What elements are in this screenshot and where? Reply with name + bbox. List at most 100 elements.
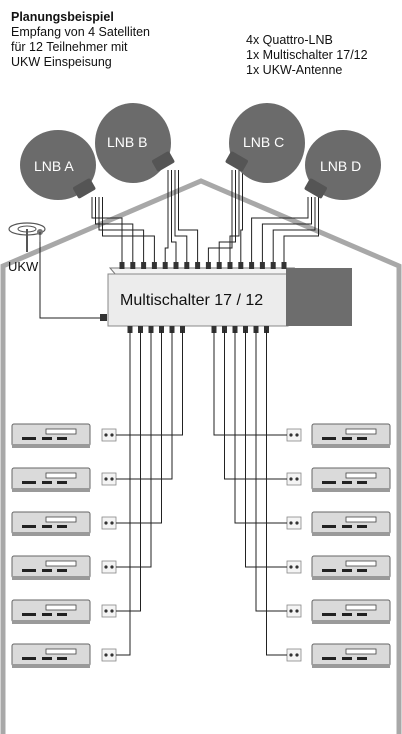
receiver-button: [57, 613, 67, 616]
outlet-socket: [104, 477, 108, 481]
lnb-cable: [251, 197, 309, 264]
receiver-cable: [245, 330, 287, 568]
input-port: [195, 262, 201, 269]
input-port: [119, 262, 125, 269]
lnb-b-dish: LNB B: [95, 103, 175, 183]
output-port: [253, 326, 259, 333]
receiver-cable: [234, 330, 287, 524]
outlet-socket: [289, 565, 293, 569]
receiver-button: [342, 569, 352, 572]
output-port: [264, 326, 269, 333]
receiver-cable: [116, 330, 152, 568]
lnb-cable: [229, 170, 240, 264]
receiver-cable: [116, 330, 183, 436]
receiver-body: [11, 423, 91, 447]
receiver-cable: [213, 330, 287, 436]
lnb-cable: [272, 197, 316, 264]
output-port: [148, 326, 154, 333]
input-port: [141, 262, 147, 269]
lnb-cables: [91, 170, 319, 264]
ukw-cable: [39, 242, 102, 319]
receiver-body: [311, 599, 391, 623]
receiver-button: [42, 481, 52, 484]
output-port: [243, 326, 248, 333]
outlet-socket: [289, 521, 293, 525]
receiver-body: [11, 643, 91, 667]
receiver-button: [357, 569, 367, 572]
receiver-cable: [266, 330, 287, 656]
receiver-button: [42, 657, 52, 660]
outlet-plate: [286, 428, 302, 442]
receiver: [311, 599, 391, 624]
receiver-button: [357, 525, 367, 528]
outlet-plate: [286, 472, 302, 486]
outlet-plate: [101, 428, 117, 442]
receiver-base: [12, 664, 90, 668]
receiver-button: [342, 437, 352, 440]
outlet-plate: [101, 648, 117, 662]
receiver-body: [11, 467, 91, 491]
outlet-socket: [295, 477, 299, 481]
receivers: [11, 330, 391, 668]
house-outline: [0, 178, 402, 734]
receiver-body: [311, 555, 391, 579]
component-list-line-2: 1x Multischalter 17/12: [246, 48, 368, 62]
wall-outlet: [286, 428, 302, 442]
output-port: [211, 326, 217, 333]
receiver-cable: [116, 330, 173, 480]
output-port: [180, 326, 185, 333]
outlet-socket: [289, 433, 293, 437]
receiver-display: [345, 604, 377, 611]
receiver-display: [45, 604, 77, 611]
outlet-plate: [101, 516, 117, 530]
receiver-button: [322, 657, 336, 660]
input-port: [216, 262, 222, 269]
receiver-button: [342, 525, 352, 528]
outlet-socket: [289, 477, 293, 481]
ukw-label: UKW: [8, 259, 39, 274]
receiver-display: [45, 560, 77, 567]
receiver-display: [345, 648, 377, 655]
receiver: [11, 555, 91, 580]
wall-outlet: [101, 428, 117, 442]
receiver-button: [22, 481, 36, 484]
receiver-display: [45, 648, 77, 655]
receiver-button: [57, 569, 67, 572]
receiver-body: [311, 511, 391, 535]
receiver: [311, 511, 391, 536]
receiver: [311, 423, 391, 448]
input-port: [130, 262, 136, 269]
input-port: [259, 262, 265, 269]
multiswitch: Multischalter 17 / 12: [107, 267, 296, 327]
outlet-socket: [104, 609, 108, 613]
subtitle-line-2: für 12 Teilnehmer mit: [11, 40, 128, 54]
receiver-button: [322, 437, 336, 440]
receiver: [311, 467, 391, 492]
power-supply-unit: [286, 268, 352, 326]
receiver-button: [342, 613, 352, 616]
multiswitch-input-ports: [119, 262, 287, 269]
receiver-button: [57, 437, 67, 440]
lnb-cable: [102, 197, 155, 264]
receiver-button: [22, 569, 36, 572]
receiver-button: [57, 525, 67, 528]
receiver-button: [42, 569, 52, 572]
wall-outlet: [286, 472, 302, 486]
wall-outlet: [286, 604, 302, 618]
input-port: [249, 262, 255, 269]
output-port: [159, 326, 164, 333]
component-list-line-3: 1x UKW-Antenne: [246, 63, 343, 77]
receiver-button: [357, 613, 367, 616]
receiver-base: [312, 620, 390, 624]
component-list-line-1: 4x Quattro-LNB: [246, 33, 333, 47]
receiver-button: [22, 525, 36, 528]
outlet-socket: [104, 653, 108, 657]
receiver-display: [45, 428, 77, 435]
receiver-cable: [255, 330, 287, 612]
receiver-button: [22, 657, 36, 660]
lnb-cable: [178, 170, 199, 264]
output-port: [232, 326, 238, 333]
outlet-socket: [295, 433, 299, 437]
lnb-a-label: LNB A: [34, 158, 74, 174]
